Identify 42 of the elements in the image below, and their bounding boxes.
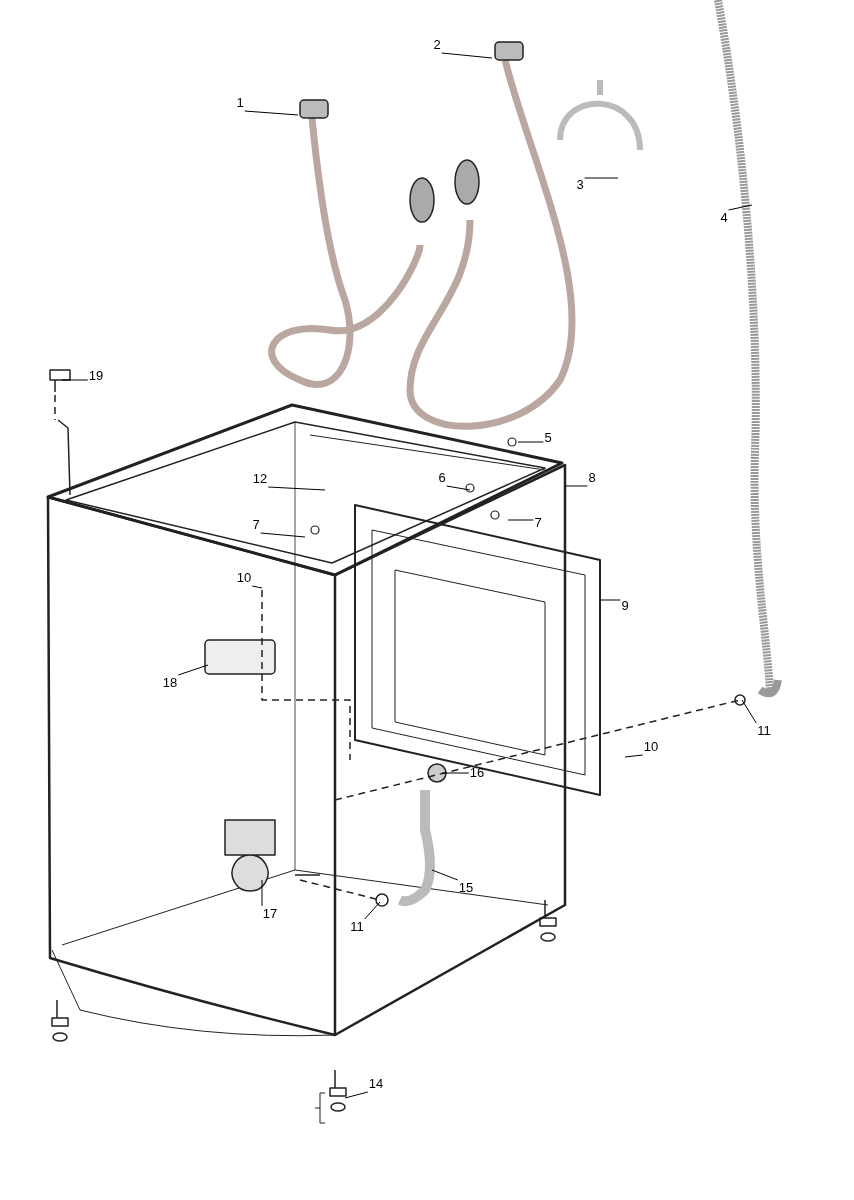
leader-line <box>741 699 757 724</box>
callout-number: 19 <box>88 369 104 383</box>
callout-number: 4 <box>720 211 728 225</box>
callout-number: 18 <box>162 676 178 690</box>
callout-number: 17 <box>262 907 278 921</box>
leader-line <box>244 110 299 116</box>
leader-line <box>364 901 381 920</box>
callout-number: 9 <box>621 599 629 613</box>
leader-line <box>599 599 621 601</box>
leader-line <box>61 379 89 381</box>
callout-number: 7 <box>252 518 260 532</box>
leader-line <box>177 664 209 676</box>
leader-line <box>260 532 306 538</box>
callout-number: 12 <box>252 472 268 486</box>
callout-number: 11 <box>350 920 364 934</box>
callout-number: 2 <box>433 38 441 52</box>
callout-number: 5 <box>544 431 552 445</box>
callout-number: 3 <box>576 178 584 192</box>
callout-number: 8 <box>588 471 596 485</box>
leader-line <box>261 879 263 907</box>
leader-line <box>564 485 588 487</box>
leader-line <box>251 585 263 589</box>
callout-number: 10 <box>643 740 659 754</box>
leader-line <box>446 485 471 491</box>
callout-number: 11 <box>757 724 771 738</box>
callout-number: 1 <box>236 96 244 110</box>
leader-line <box>441 772 470 774</box>
leader-line <box>431 869 459 881</box>
leader-line <box>624 754 644 758</box>
callout-number: 7 <box>534 516 542 530</box>
leader-line <box>344 1091 369 1099</box>
callout-number: 6 <box>438 471 446 485</box>
leader-line <box>728 204 753 211</box>
leader-line <box>517 441 544 443</box>
callout-number: 15 <box>458 881 474 895</box>
callout-number: 10 <box>236 571 252 585</box>
leader-line <box>507 519 534 521</box>
leader-line <box>584 177 619 179</box>
callout-number: 14 <box>368 1077 384 1091</box>
callout-number: 16 <box>469 766 485 780</box>
leader-line <box>441 52 493 59</box>
leader-line <box>267 486 326 491</box>
